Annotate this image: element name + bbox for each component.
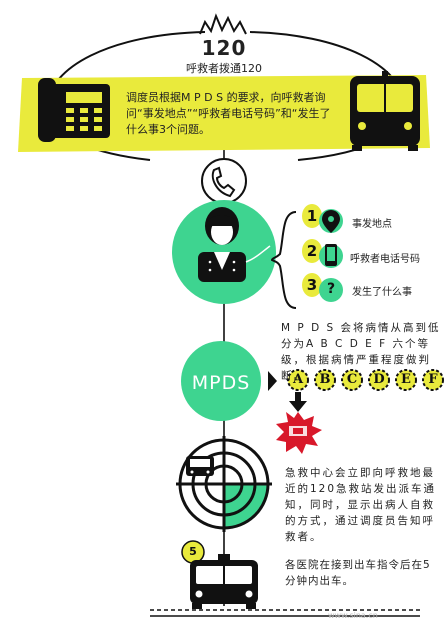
question-2-badge: 2 xyxy=(306,242,318,260)
grade-b: B xyxy=(319,372,331,387)
brace xyxy=(270,211,297,309)
banner-text: 调度员根据M P D S 的要求，向呼救者询问“事发地点”“呼救者电话号码”和“… xyxy=(126,91,331,136)
watermark: www.sina.cn xyxy=(328,611,378,620)
question-3-badge: 3 xyxy=(306,276,318,294)
header-subtitle: 呼救者拨通120 xyxy=(186,62,262,75)
mpds-label: MPDS xyxy=(191,372,251,394)
timer-badge-number: 5 xyxy=(189,545,197,558)
landline-phone-icon xyxy=(38,78,110,142)
mpds-description: M P D S 会将病情从高到低分为A B C D E F 六个等级，根据病情严… xyxy=(281,322,441,382)
question-2-label: 呼救者电话号码 xyxy=(350,254,420,265)
hotline-number: 120 xyxy=(201,36,247,60)
handset-icon xyxy=(201,158,247,204)
grade-f: F xyxy=(428,372,438,387)
question-3-graphic xyxy=(302,273,343,302)
grade-c: C xyxy=(346,372,358,387)
grade-e: E xyxy=(401,372,411,387)
arrow-down-icon xyxy=(289,392,307,412)
question-1-graphic xyxy=(302,204,343,233)
grade-d: D xyxy=(373,372,385,387)
speech-mark xyxy=(245,245,271,263)
operator-icon xyxy=(198,207,246,282)
bus-front-icon xyxy=(350,71,420,151)
ring-spark-icon xyxy=(199,13,247,35)
question-2-graphic xyxy=(302,239,343,268)
hospital-text: 各医院在接到出车指令后在5分钟内出车。 xyxy=(285,559,431,587)
mpds-circle xyxy=(181,341,261,421)
radar-icon xyxy=(176,436,272,532)
grade-seals xyxy=(287,369,444,391)
ambulance-icon xyxy=(190,554,258,609)
alert-splash-icon xyxy=(276,412,322,454)
dispatch-text: 急救中心会立即向呼救地最近的120急救站发出派车通知，同时，显示出病人自救的方式… xyxy=(285,467,437,543)
grade-a: A xyxy=(292,372,304,387)
question-1-label: 事发地点 xyxy=(352,219,392,230)
question-mark-icon: ? xyxy=(326,281,336,297)
arrow-right-icon xyxy=(268,371,277,391)
question-3-label: 发生了什么事 xyxy=(352,287,412,298)
yellow-banner xyxy=(18,75,430,152)
question-1-badge: 1 xyxy=(306,207,318,225)
